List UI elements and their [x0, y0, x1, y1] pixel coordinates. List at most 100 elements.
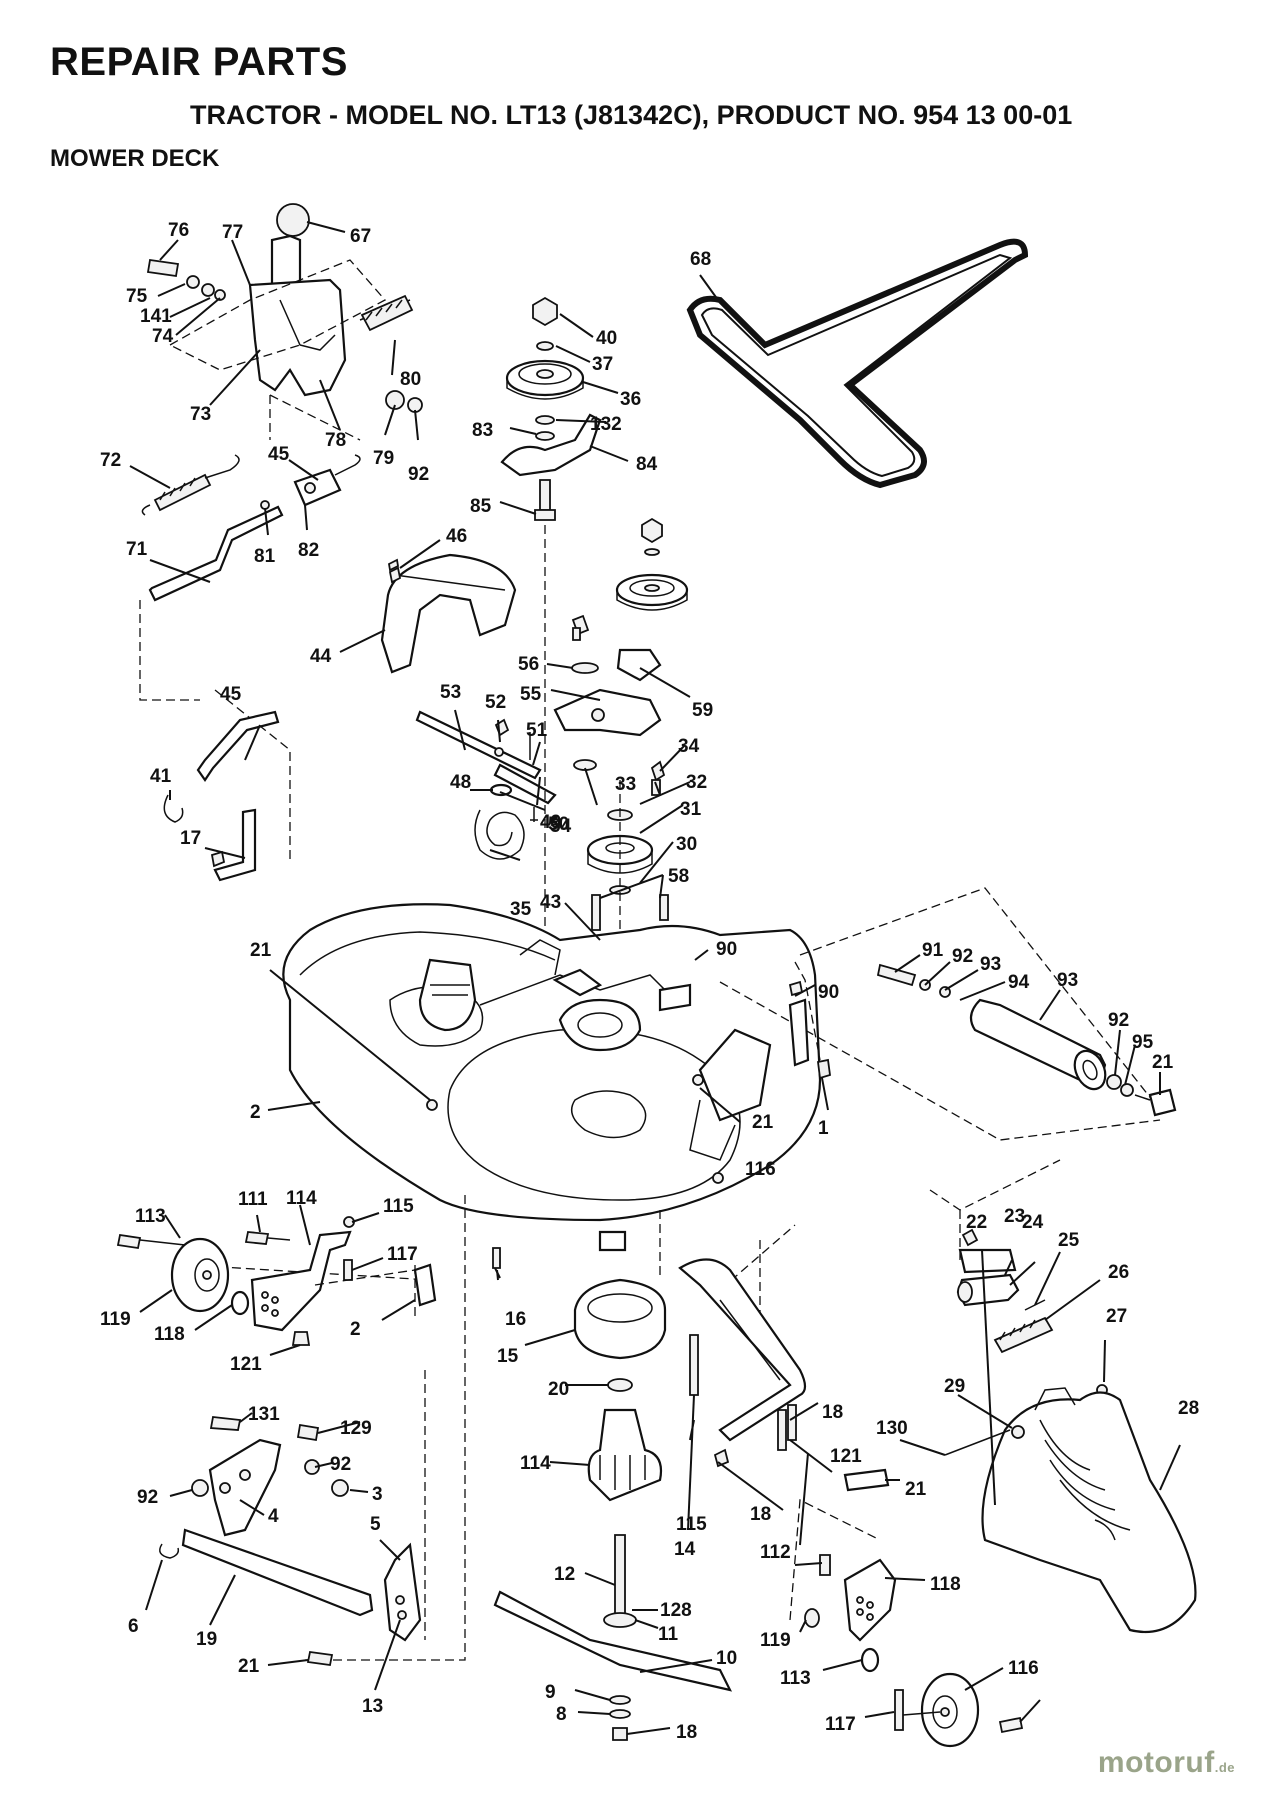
- callout: 112: [760, 1542, 791, 1563]
- callout: 141: [140, 306, 172, 327]
- callout: 49: [540, 812, 561, 833]
- lift-handle-assembly: [146, 203, 423, 441]
- callout: 2: [350, 1319, 361, 1340]
- section-title: MOWER DECK: [50, 145, 220, 172]
- callout: 14: [674, 1539, 696, 1560]
- callout: 5: [370, 1514, 381, 1535]
- mower-deck: [282, 903, 822, 1252]
- callout: 73: [190, 404, 211, 425]
- callout: 121: [230, 1354, 262, 1375]
- callout: 43: [540, 892, 561, 913]
- callout: 121: [830, 1446, 862, 1467]
- leader-lines: [129, 221, 1181, 1735]
- callout: 21: [250, 940, 272, 961]
- callout: 55: [520, 684, 542, 705]
- callout: 44: [310, 646, 332, 667]
- callout: 128: [660, 1600, 692, 1621]
- callout: 15: [497, 1346, 519, 1367]
- callout: 132: [590, 414, 622, 435]
- callout: 32: [686, 772, 707, 793]
- callout: 81: [254, 546, 276, 567]
- construction-lines: [189, 887, 1161, 1661]
- callout: 80: [400, 369, 421, 390]
- callout: 72: [100, 450, 121, 471]
- anti-scalp-assembly: [956, 1228, 1108, 1396]
- callout: 92: [330, 1454, 351, 1475]
- callout: 116: [745, 1159, 776, 1180]
- model-line: TRACTOR - MODEL NO. LT13 (J81342C), PROD…: [190, 100, 1073, 130]
- callout: 114: [286, 1188, 317, 1209]
- callout: 19: [196, 1629, 217, 1650]
- callout: 21: [1152, 1052, 1174, 1073]
- callout: 6: [128, 1616, 139, 1637]
- callout: 10: [716, 1648, 737, 1669]
- callout: 35: [510, 899, 532, 920]
- callout: 53: [440, 682, 461, 703]
- callout: 33: [615, 774, 636, 795]
- callout: 23: [1004, 1206, 1025, 1227]
- callout: 29: [944, 1376, 965, 1397]
- callout: 16: [505, 1309, 526, 1330]
- callout: 21: [752, 1112, 774, 1133]
- callout: 93: [1057, 970, 1078, 991]
- height-adjust-linkage: [163, 710, 280, 882]
- callout: 129: [340, 1418, 372, 1439]
- callout: 82: [298, 540, 319, 561]
- callout: 12: [554, 1564, 575, 1585]
- callout: 8: [556, 1704, 567, 1725]
- callout: 130: [876, 1418, 908, 1439]
- callout: 119: [760, 1630, 791, 1651]
- callout: 119: [100, 1309, 131, 1330]
- callout: 40: [596, 328, 617, 349]
- callout: 58: [668, 866, 689, 887]
- callout: 28: [1178, 1398, 1199, 1419]
- callout: 50: [548, 814, 569, 835]
- callout: 45: [268, 444, 290, 465]
- right-gauge-wheel: [804, 1554, 1024, 1748]
- callout-numbers: 76 77 67 75 141 74 73 80 78 79 92 72 45 …: [100, 220, 1199, 1743]
- callout: 36: [620, 389, 641, 410]
- callout: 114: [520, 1453, 551, 1474]
- watermark-suffix: .de: [1214, 1760, 1235, 1775]
- callout: 115: [383, 1196, 414, 1217]
- callout: 21: [905, 1479, 927, 1500]
- callout: 85: [470, 496, 492, 517]
- spindle-assembly: [492, 1247, 890, 1741]
- callout: 3: [372, 1484, 383, 1505]
- callout: 27: [1106, 1306, 1127, 1327]
- callout: 56: [518, 654, 539, 675]
- callout: 59: [692, 700, 713, 721]
- callout: 113: [135, 1206, 166, 1227]
- rear-roller-assembly: [788, 963, 1177, 1117]
- callout: 18: [676, 1722, 697, 1743]
- callout: 84: [636, 454, 658, 475]
- lift-rod-assembly: [139, 454, 361, 860]
- callout: 37: [592, 354, 613, 375]
- callout: 68: [690, 249, 711, 270]
- callout: 92: [952, 946, 973, 967]
- callout: 113: [780, 1668, 811, 1689]
- callout: 92: [137, 1487, 158, 1508]
- callout: 67: [350, 226, 371, 247]
- callout: 77: [222, 222, 243, 243]
- belt-cover: [380, 553, 517, 674]
- callout: 34: [678, 736, 700, 757]
- callout: 74: [152, 326, 174, 347]
- page-title: REPAIR PARTS: [50, 40, 348, 84]
- discharge-chute: [944, 1387, 1197, 1634]
- callout: 90: [716, 939, 737, 960]
- callout: 71: [126, 539, 148, 560]
- callout: 11: [658, 1624, 679, 1645]
- callout: 17: [180, 828, 201, 849]
- callout: 45: [220, 684, 242, 705]
- callout: 95: [1132, 1032, 1154, 1053]
- callout: 2: [250, 1102, 261, 1123]
- callout: 118: [930, 1574, 961, 1595]
- callout: 83: [472, 420, 493, 441]
- callout: 118: [154, 1324, 185, 1345]
- callout: 51: [526, 720, 548, 741]
- callout: 90: [818, 982, 839, 1003]
- callout: 46: [446, 526, 467, 547]
- callout: 22: [966, 1212, 987, 1233]
- callout: 4: [268, 1506, 279, 1527]
